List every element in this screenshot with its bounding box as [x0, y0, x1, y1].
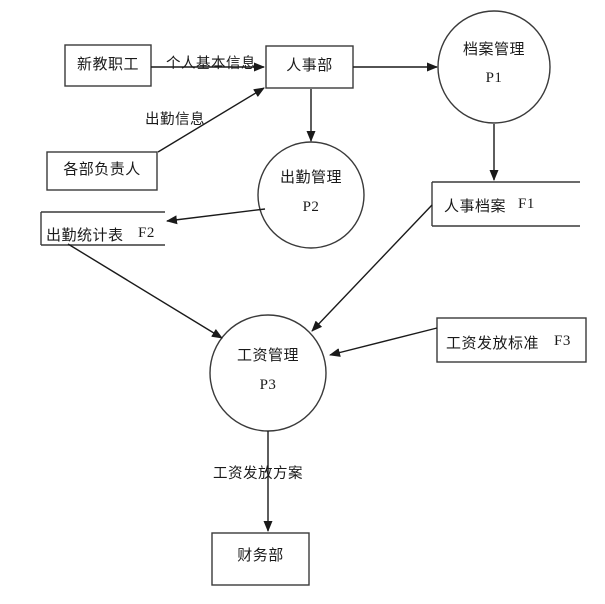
- process-label-p1-code: P1: [485, 70, 503, 86]
- datastore-label-f3-name: 工资发放标准: [446, 336, 540, 352]
- process-label-p1-name: 档案管理: [462, 42, 525, 58]
- datastore-shape-f2: [40, 211, 165, 246]
- datastore-shape-f1: [431, 181, 580, 227]
- entity-label-hr-dept: 人事部: [286, 58, 333, 74]
- entity-label-dept-heads: 各部负责人: [63, 162, 141, 178]
- process-circle-p2: [257, 141, 365, 249]
- arrow-dept-heads-to-hr: [157, 87, 265, 153]
- flow-label-personal-info: 个人基本信息: [166, 56, 256, 72]
- process-circle-p3: [209, 314, 327, 432]
- datastore-label-f3-code: F3: [554, 333, 571, 349]
- process-label-p3-name: 工资管理: [236, 348, 299, 364]
- entity-box-dept-heads: [46, 151, 158, 191]
- process-label-p2-name: 出勤管理: [279, 170, 342, 186]
- flow-label-attendance-info: 出勤信息: [145, 112, 205, 128]
- datastore-label-f1-code: F1: [518, 196, 535, 212]
- datastore-label-f2-name: 出勤统计表: [46, 228, 124, 244]
- arrow-f2-to-p3: [67, 243, 223, 339]
- entity-box-new-staff: [64, 44, 152, 87]
- process-circle-p1: [437, 10, 551, 124]
- arrow-p2-to-f2: [166, 208, 266, 225]
- process-label-p3-code: P3: [259, 377, 277, 393]
- datastore-shape-f3: [436, 317, 587, 363]
- arrow-f3-to-p3: [329, 327, 438, 357]
- arrow-f1-to-p3: [311, 204, 433, 332]
- entity-box-finance-dept: [211, 532, 310, 586]
- entity-label-finance-dept: 财务部: [237, 548, 284, 564]
- flow-label-salary-plan: 工资发放方案: [213, 466, 303, 482]
- process-label-p2-code: P2: [302, 199, 320, 215]
- entity-label-new-staff: 新教职工: [76, 57, 139, 73]
- datastore-label-f1-name: 人事档案: [444, 199, 507, 215]
- datastore-label-f2-code: F2: [138, 225, 155, 241]
